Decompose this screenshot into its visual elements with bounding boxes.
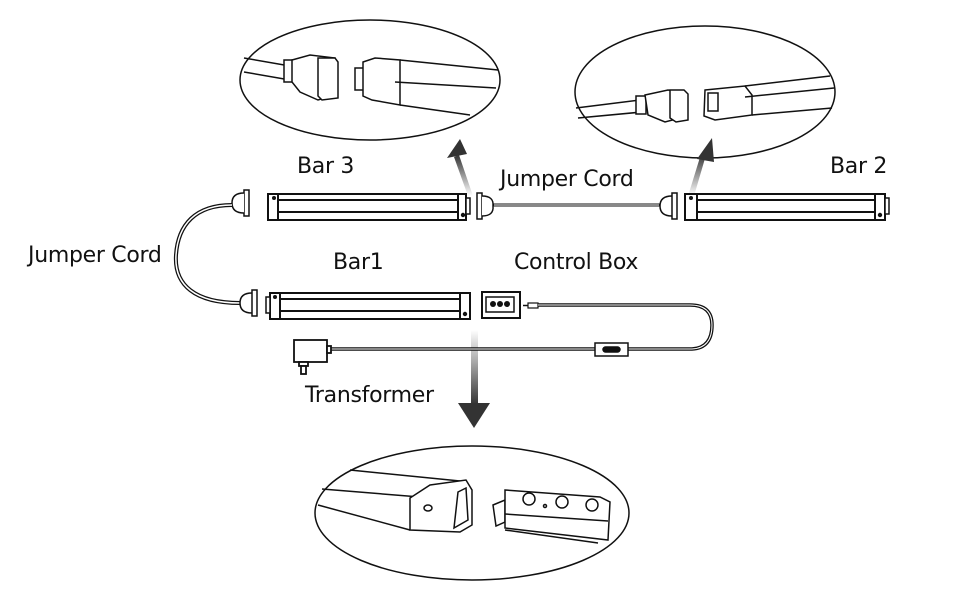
jumper-cord-top[interactable] bbox=[476, 192, 678, 220]
detail-bar2-connector bbox=[574, 25, 836, 159]
inline-switch[interactable] bbox=[594, 342, 629, 357]
detail-ellipse bbox=[239, 19, 501, 141]
label-jumper-cord-left: Jumper Cord bbox=[28, 243, 162, 268]
arrow-to-bar2-detail bbox=[688, 138, 714, 196]
label-control-box: Control Box bbox=[514, 250, 639, 275]
power-cable bbox=[330, 303, 714, 351]
label-bar-3: Bar 3 bbox=[297, 154, 355, 179]
arrow-to-bar3-detail bbox=[447, 139, 473, 196]
label-jumper-cord-top: Jumper Cord bbox=[500, 167, 634, 192]
bar-3[interactable] bbox=[267, 193, 471, 221]
jumper-cord-left[interactable] bbox=[173, 189, 258, 317]
detail-ellipse bbox=[314, 445, 630, 581]
bar-2[interactable] bbox=[684, 193, 890, 221]
detail-bar3-connector bbox=[239, 19, 501, 141]
transformer[interactable] bbox=[293, 339, 332, 375]
label-transformer: Transformer bbox=[305, 383, 434, 408]
arrow-to-bottom-detail bbox=[458, 330, 490, 428]
label-bar-1: Bar1 bbox=[333, 250, 384, 275]
detail-bar1-controlbox bbox=[314, 445, 630, 581]
bar-1[interactable] bbox=[265, 292, 471, 320]
control-box[interactable] bbox=[481, 291, 539, 319]
label-bar-2: Bar 2 bbox=[830, 154, 888, 179]
